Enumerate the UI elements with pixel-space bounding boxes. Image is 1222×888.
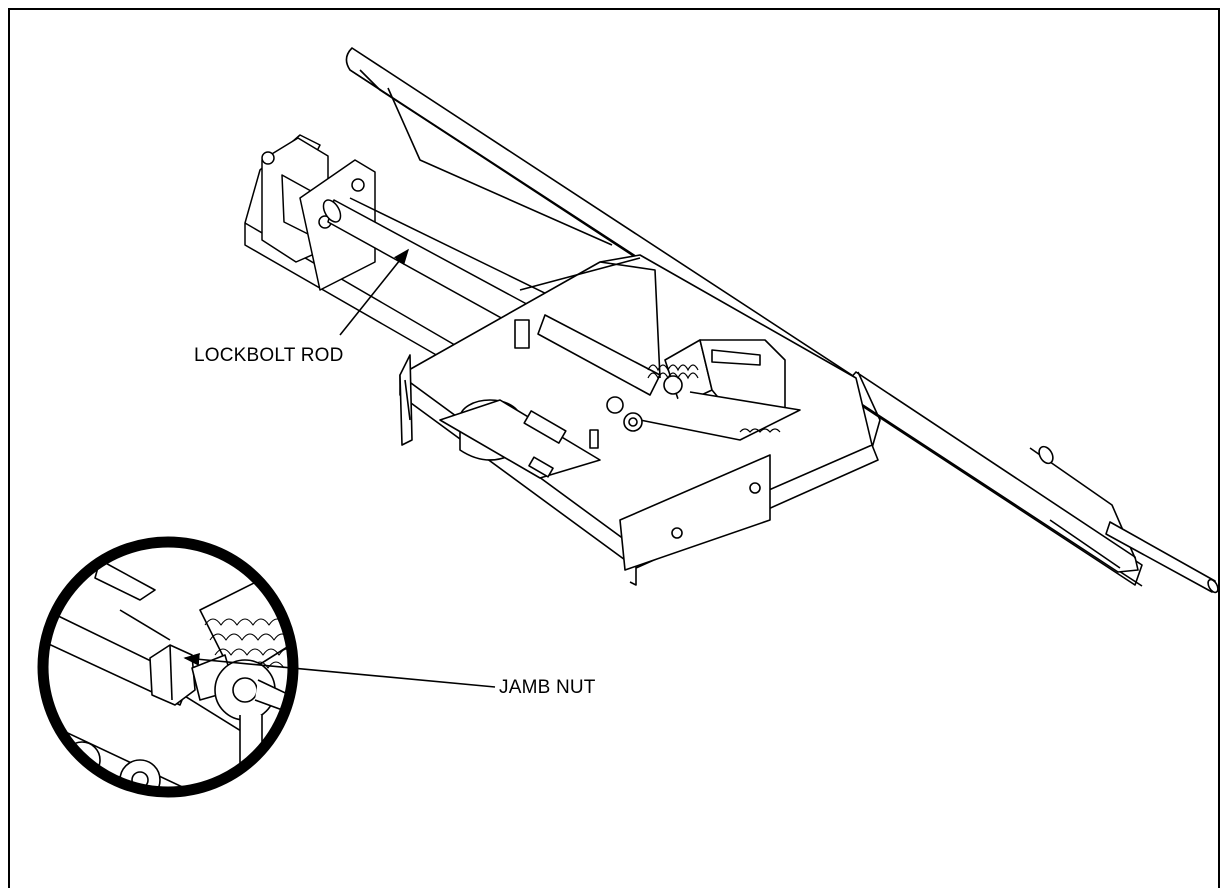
leader-lines bbox=[183, 248, 496, 688]
spring bbox=[647, 364, 781, 433]
lockbolt-leader bbox=[339, 248, 409, 336]
main-housing bbox=[399, 254, 879, 586]
lockbolt-bracket bbox=[244, 134, 601, 365]
beam-bar bbox=[345, 47, 1219, 594]
jamb-nut-label: JAMB NUT bbox=[499, 677, 596, 698]
lockbolt-rod-label: LOCKBOLT ROD bbox=[194, 345, 344, 366]
figure-border bbox=[8, 8, 1220, 888]
detail-inset bbox=[37, 536, 299, 798]
jamb-leader bbox=[183, 652, 496, 688]
